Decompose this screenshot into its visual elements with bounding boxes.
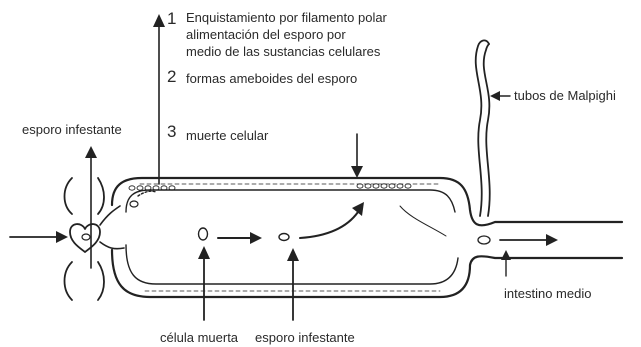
entry-bracket-right-lower: [98, 262, 104, 300]
central-spore-1: [199, 228, 208, 240]
step1-line3: medio de las sustancias celulares: [186, 44, 380, 59]
step2-text: formas ameboides del esporo: [186, 71, 357, 86]
label-esporo-infestante-left: esporo infestante: [22, 122, 122, 137]
hindgut-spore: [478, 236, 490, 244]
curve-arrow-to-wall: [300, 212, 358, 238]
down-arrow-cluster-head: [351, 166, 363, 178]
central-spore-2: [279, 234, 289, 241]
label-esporo-infestante-bottom: esporo infestante: [255, 330, 355, 345]
label-celula-muerta: célula muerta: [160, 330, 238, 345]
up-arrow-step1-head: [153, 14, 165, 27]
malpighian-tubule-inner: [484, 44, 490, 216]
step1-line1: Enquistamiento por filamento polar: [186, 10, 387, 25]
inner-strand-right: [400, 206, 446, 236]
hindgut-flow-arrow-head: [546, 234, 558, 246]
label-tubos-malpighi: tubos de Malpighi: [514, 88, 616, 103]
entry-bracket-left: [65, 178, 73, 214]
entry-arrow-head: [56, 231, 68, 243]
mouth-spore: [82, 234, 90, 240]
step1-line2: alimentación del esporo por: [186, 27, 346, 42]
up-arrow-spore-head: [85, 146, 97, 158]
spore-cluster-right: [357, 184, 411, 188]
entry-bracket-right: [98, 178, 104, 214]
mouth-opening: [70, 224, 100, 252]
funnel-to-gut: [100, 206, 124, 249]
intestine-outer-wall: [112, 178, 622, 225]
up-arrow-infective-spore-head: [287, 248, 299, 261]
step1-number: 1: [167, 10, 176, 27]
step3-number: 3: [167, 123, 176, 140]
step3-text: muerte celular: [186, 128, 268, 143]
pointer-intestino-medio-head: [501, 250, 511, 260]
arrow-to-malpighi-head: [490, 91, 500, 101]
intestine-inner-wall-top: [126, 190, 455, 212]
up-arrow-dead-cell-head: [198, 246, 210, 259]
ameboid-spore-left: [130, 201, 138, 207]
curve-arrow-to-wall-head: [352, 202, 364, 216]
entry-bracket-left-lower: [65, 262, 73, 300]
curve-arrow-left: [138, 191, 156, 196]
label-intestino-medio: intestino medio: [504, 286, 591, 301]
arrow-spore-to-spore-head: [250, 232, 262, 244]
step2-number: 2: [167, 68, 176, 85]
